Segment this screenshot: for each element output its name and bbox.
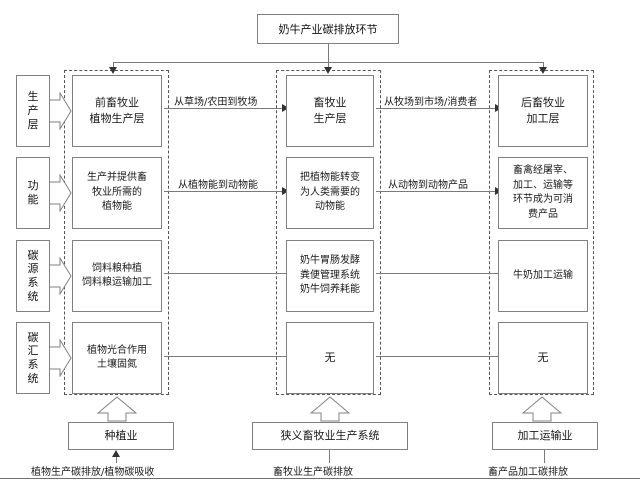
cell-post-livestock-row2: 畜禽经屠宰、 加工、运输等 环节成为可消 费产品 bbox=[498, 157, 588, 229]
bottom-box-label: 加工运输业 bbox=[517, 429, 573, 443]
drop-col2-arrowhead bbox=[324, 67, 332, 74]
cell-livestock-row1: 畜牧业 生产层 bbox=[286, 75, 374, 147]
cell-pre-livestock-row2: 生产并提供畜 牧业所需的 植物能 bbox=[72, 157, 162, 229]
edge-label-c2-c3-row2: 从动物到动物产品 bbox=[386, 176, 470, 191]
block-arrow-carbon-source-system bbox=[48, 257, 72, 295]
edge-c2-c3-row3 bbox=[376, 273, 501, 274]
cell-line: 饲料粮种植 bbox=[92, 262, 142, 274]
edge-c2-c3-row1 bbox=[376, 108, 497, 109]
cell-line: 后畜牧业 bbox=[521, 96, 565, 110]
edge-c1-c2-row3 bbox=[164, 273, 288, 274]
cell-line: 前畜牧业 bbox=[95, 96, 139, 110]
edge-label-c1-c2-row1: 从草场/农田到牧场 bbox=[172, 93, 260, 108]
cell-line: 环节成为可消 bbox=[513, 194, 573, 205]
cell-line: 植物能 bbox=[102, 201, 132, 213]
title-stem bbox=[328, 44, 329, 62]
cell-line: 为人类需要的 bbox=[300, 186, 360, 198]
row-label-carbon-sink-system: 碳 汇 系 统 bbox=[16, 322, 50, 394]
bottom-label-plant-emission: 植物生产碳排放/植物碳吸收 bbox=[30, 463, 156, 478]
edge-c1-c2-row1-arrowhead bbox=[282, 104, 289, 112]
bottom-baseline bbox=[0, 478, 640, 479]
row-label-line: 生 bbox=[27, 90, 39, 104]
cell-line: 把植物能转变 bbox=[300, 172, 360, 184]
cell-line: 植物光合作用 bbox=[87, 344, 147, 356]
block-arrow-carbon-sink-system bbox=[48, 339, 72, 377]
row-label-line: 产 bbox=[27, 104, 39, 118]
drop-col2 bbox=[328, 62, 329, 70]
row-label-line: 功 bbox=[27, 179, 39, 193]
block-arrow-function bbox=[48, 174, 72, 212]
row-label-production-layer: 生 产 层 bbox=[16, 75, 50, 147]
bottom-box-label: 狭义畜牧业生产系统 bbox=[280, 429, 380, 443]
drop-col1 bbox=[113, 62, 114, 70]
bottom-box-processing-transport: 加工运输业 bbox=[492, 422, 598, 450]
bottom-label-livestock-emission: 畜牧业生产碳排放 bbox=[272, 463, 354, 478]
drop-col3 bbox=[543, 62, 544, 70]
cell-pre-livestock-row3: 饲料粮种植 饲料粮运输加工 bbox=[72, 240, 162, 312]
cell-line: 无 bbox=[537, 351, 549, 365]
cell-line: 无 bbox=[324, 351, 336, 365]
bottom-label-product-emission: 畜产品加工碳排放 bbox=[487, 463, 569, 478]
cell-line: 加工、运输等 bbox=[513, 179, 573, 191]
diagram-title-box: 奶牛产业碳排放环节 bbox=[257, 14, 399, 44]
row-label-line: 系 bbox=[27, 276, 39, 289]
cell-line: 费产品 bbox=[528, 208, 558, 220]
cell-line: 饲料粮运输加工 bbox=[82, 277, 152, 288]
cell-line: 牛奶加工运输 bbox=[513, 269, 573, 281]
cell-post-livestock-row1: 后畜牧业 加工层 bbox=[498, 75, 588, 147]
hollow-arrow-up-processing-transport bbox=[522, 396, 562, 422]
row-label-line: 系 bbox=[27, 358, 39, 371]
edge-label-c2-c3-row1: 从牧场到市场/消费者 bbox=[382, 93, 480, 108]
edge-c1-c2-row2-arrowhead bbox=[282, 187, 289, 195]
stem-planting-arrowhead bbox=[112, 450, 120, 457]
cell-line: 牧业所需的 bbox=[92, 186, 142, 198]
row-label-line: 统 bbox=[27, 371, 39, 385]
drop-col3-arrowhead bbox=[539, 67, 547, 74]
cell-livestock-row3: 奶牛胃肠发酵 粪便管理系统 奶牛饲养耗能 bbox=[286, 240, 374, 312]
row-label-line: 层 bbox=[27, 117, 39, 131]
cell-line: 植物生产层 bbox=[89, 112, 145, 125]
edge-c1-c2-row1 bbox=[164, 108, 284, 109]
cell-line: 粪便管理系统 bbox=[300, 269, 360, 281]
bottom-box-narrow-livestock-system: 狭义畜牧业生产系统 bbox=[252, 422, 408, 450]
cell-line: 畜牧业 bbox=[313, 96, 347, 110]
row-label-line: 碳 bbox=[27, 330, 39, 344]
row-label-function: 功 能 bbox=[16, 157, 50, 229]
block-arrow-production-layer bbox=[48, 92, 72, 130]
edge-c2-c3-row2 bbox=[376, 191, 497, 192]
cell-pre-livestock-row4: 植物光合作用 土壤固氮 bbox=[72, 322, 162, 394]
drop-col1-arrowhead bbox=[109, 67, 117, 74]
cell-line: 奶牛饲养耗能 bbox=[300, 284, 360, 296]
cell-line: 土壤固氮 bbox=[97, 359, 137, 370]
cell-line: 加工层 bbox=[526, 112, 560, 125]
cell-post-livestock-row4: 无 bbox=[498, 322, 588, 394]
cell-line: 生产并提供畜 bbox=[87, 172, 147, 184]
edge-c1-c2-row4 bbox=[164, 356, 288, 357]
cell-line: 动物能 bbox=[315, 201, 345, 213]
edge-c1-c2-row2 bbox=[164, 191, 284, 192]
row-label-line: 统 bbox=[27, 289, 39, 303]
edge-c2-c3-row4 bbox=[376, 356, 501, 357]
hollow-arrow-up-planting bbox=[97, 396, 137, 422]
cell-pre-livestock-row1: 前畜牧业 植物生产层 bbox=[72, 75, 162, 147]
bottom-box-label: 种植业 bbox=[104, 429, 138, 443]
bottom-box-planting: 种植业 bbox=[68, 422, 174, 450]
row-label-line: 碳 bbox=[27, 248, 39, 262]
row-label-line: 能 bbox=[27, 193, 39, 206]
cell-line: 畜禽经屠宰、 bbox=[513, 165, 573, 176]
row-label-line: 汇 bbox=[27, 344, 39, 358]
cell-livestock-row4: 无 bbox=[286, 322, 374, 394]
cell-line: 生产层 bbox=[313, 112, 347, 125]
cell-line: 奶牛胃肠发酵 bbox=[300, 255, 360, 267]
cell-livestock-row2: 把植物能转变 为人类需要的 动物能 bbox=[286, 157, 374, 229]
row-label-line: 源 bbox=[27, 262, 39, 276]
cell-post-livestock-row3: 牛奶加工运输 bbox=[498, 240, 588, 312]
edge-label-c1-c2-row2: 从植物能到动物能 bbox=[176, 176, 260, 191]
diagram-title: 奶牛产业碳排放环节 bbox=[278, 23, 378, 36]
hollow-arrow-up-narrow-livestock-system bbox=[310, 396, 350, 422]
row-label-carbon-source-system: 碳 源 系 统 bbox=[16, 240, 50, 312]
